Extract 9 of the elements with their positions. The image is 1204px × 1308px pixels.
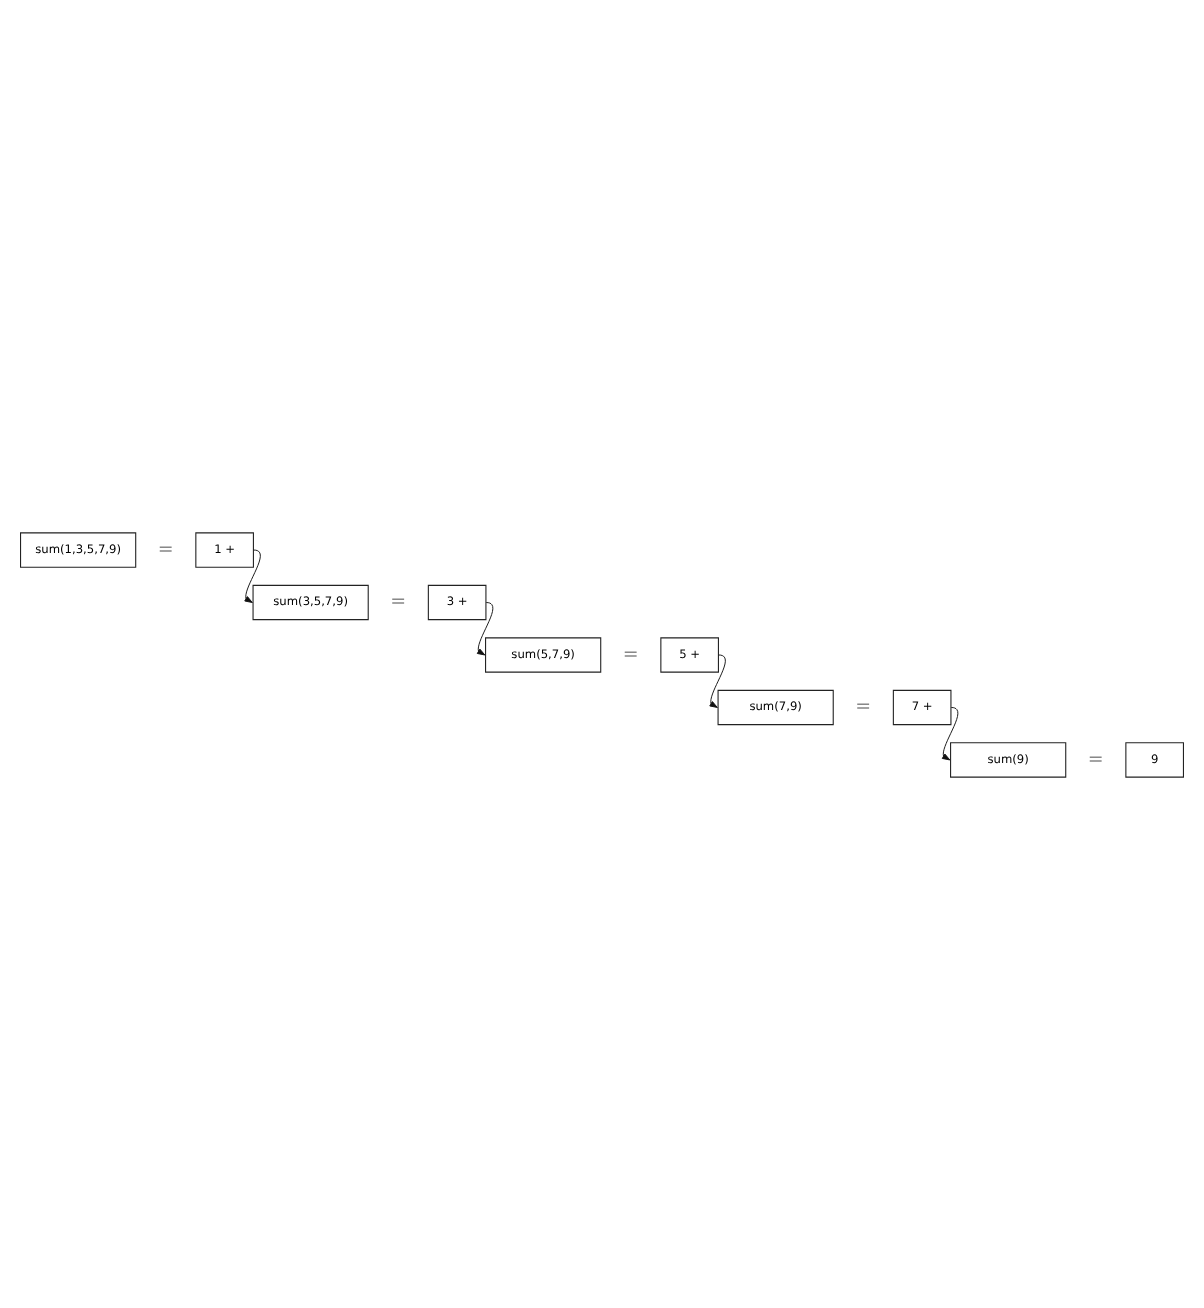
arrow — [941, 706, 959, 760]
arrow — [476, 601, 494, 655]
label: = — [855, 695, 872, 718]
label: = — [390, 590, 407, 613]
arrow — [709, 653, 726, 707]
label: = — [1087, 747, 1104, 770]
label: = — [622, 642, 639, 665]
label: = — [157, 537, 174, 560]
arrow — [244, 548, 261, 602]
